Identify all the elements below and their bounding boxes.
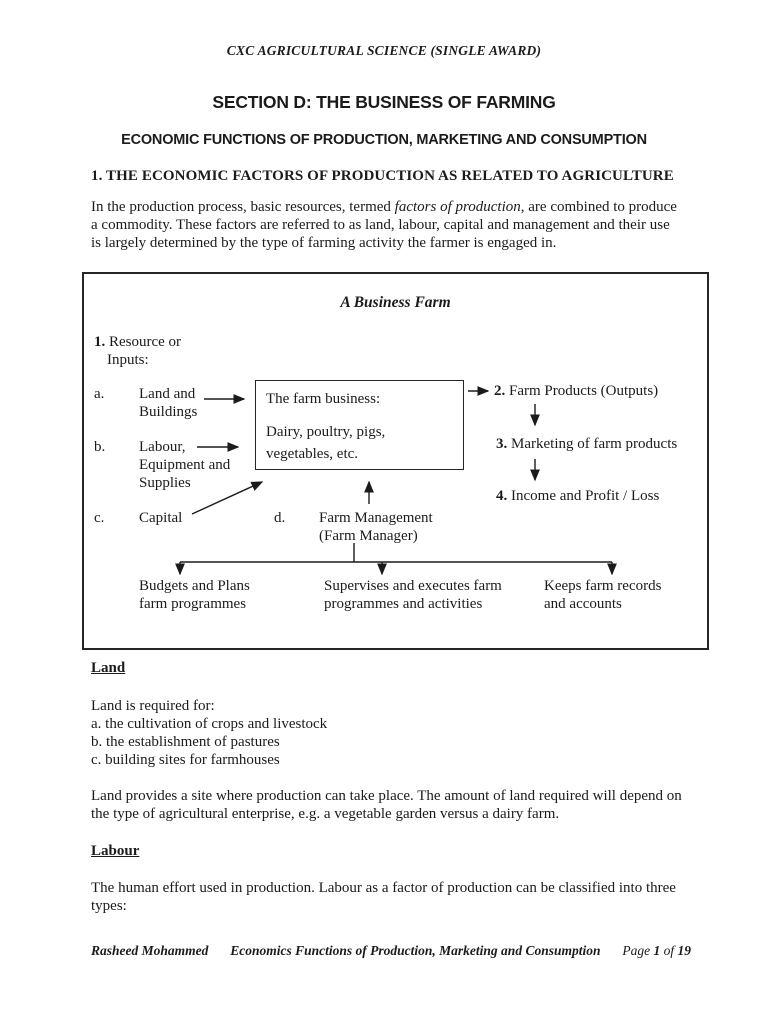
page-footer: Rasheed Mohammed Economics Functions of …	[91, 943, 691, 959]
document-header: CXC AGRICULTURAL SCIENCE (SINGLE AWARD)	[226, 43, 542, 58]
farm-business-heading: The farm business:	[266, 391, 381, 407]
footer-page-number: Page 1 of 19	[622, 943, 691, 959]
output-3-text: Marketing of farm products	[507, 436, 678, 452]
land-requirements: Land is required for: a. the cultivation…	[91, 697, 327, 769]
label-resource-inputs: 1. Resource or Inputs:	[94, 333, 181, 369]
land-item-b: b. the establishment of pastures	[91, 734, 280, 750]
input-d-letter: d.	[274, 510, 286, 526]
footer-of-word: of	[660, 943, 678, 958]
land-item-c: c. building sites for farmhouses	[91, 752, 280, 768]
footer-author: Rasheed Mohammed	[91, 943, 209, 958]
resource-text-line2: Inputs:	[107, 352, 149, 368]
farm-business-box: The farm business: Dairy, poultry, pigs,…	[255, 380, 464, 470]
footer-page-word: Page	[622, 943, 654, 958]
output-4-text: Income and Profit / Loss	[507, 488, 660, 504]
task-supervises: Supervises and executes farm programmes …	[324, 578, 502, 612]
resource-text: Resource or	[105, 334, 182, 350]
output-2-number: 2.	[494, 383, 506, 399]
intro-text-italic: factors of production	[394, 199, 521, 215]
output-3-marketing: 3. Marketing of farm products	[496, 435, 677, 453]
output-4-number: 4.	[496, 488, 508, 504]
footer-page-num: 1	[653, 943, 661, 958]
intro-text-pre: In the production process, basic resourc…	[91, 199, 395, 215]
land-intro-line: Land is required for:	[91, 698, 215, 714]
input-a-label: Land and Buildings	[139, 386, 198, 420]
intro-text-post: , are combined to produce a commodity. T…	[91, 199, 677, 251]
land-item-a: a. the cultivation of crops and livestoc…	[91, 716, 328, 732]
output-2-farm-products: 2. Farm Products (Outputs)	[494, 382, 658, 400]
labour-paragraph: The human effort used in production. Lab…	[91, 880, 676, 914]
output-4-income: 4. Income and Profit / Loss	[496, 487, 659, 505]
input-b-label: Labour, Equipment and Supplies	[139, 439, 231, 491]
heading-economic-factors: 1. THE ECONOMIC FACTORS OF PRODUCTION AS…	[91, 168, 674, 184]
output-3-number: 3.	[496, 436, 508, 452]
land-heading: Land	[91, 660, 126, 676]
section-title: SECTION D: THE BUSINESS OF FARMING	[212, 92, 556, 112]
output-2-text: Farm Products (Outputs)	[505, 383, 659, 399]
resource-number: 1.	[94, 334, 106, 350]
task-records: Keeps farm records and accounts	[544, 578, 662, 612]
footer-total-pages: 19	[677, 943, 692, 958]
task-budgets: Budgets and Plans farm programmes	[139, 578, 250, 612]
arrow-capital-to-business	[191, 481, 264, 515]
footer-doc-title: Economics Functions of Production, Marke…	[230, 943, 601, 958]
section-subtitle: ECONOMIC FUNCTIONS OF PRODUCTION, MARKET…	[121, 132, 647, 148]
labour-heading: Labour	[91, 843, 140, 859]
farm-business-examples: Dairy, poultry, pigs, vegetables, etc.	[266, 424, 386, 462]
input-c-label: Capital	[139, 510, 183, 526]
diagram-arrows	[175, 386, 617, 576]
business-farm-diagram: A Business Farm 1. Resource or Inputs: a.…	[82, 272, 709, 650]
input-c-letter: c.	[94, 510, 105, 526]
input-a-letter: a.	[94, 386, 105, 402]
input-d-label: Farm Management (Farm Manager)	[319, 510, 433, 544]
intro-paragraph: In the production process, basic resourc…	[91, 198, 683, 252]
input-b-letter: b.	[94, 439, 106, 455]
diagram-title: A Business Farm	[340, 294, 451, 311]
land-paragraph: Land provides a site where production ca…	[91, 788, 682, 822]
